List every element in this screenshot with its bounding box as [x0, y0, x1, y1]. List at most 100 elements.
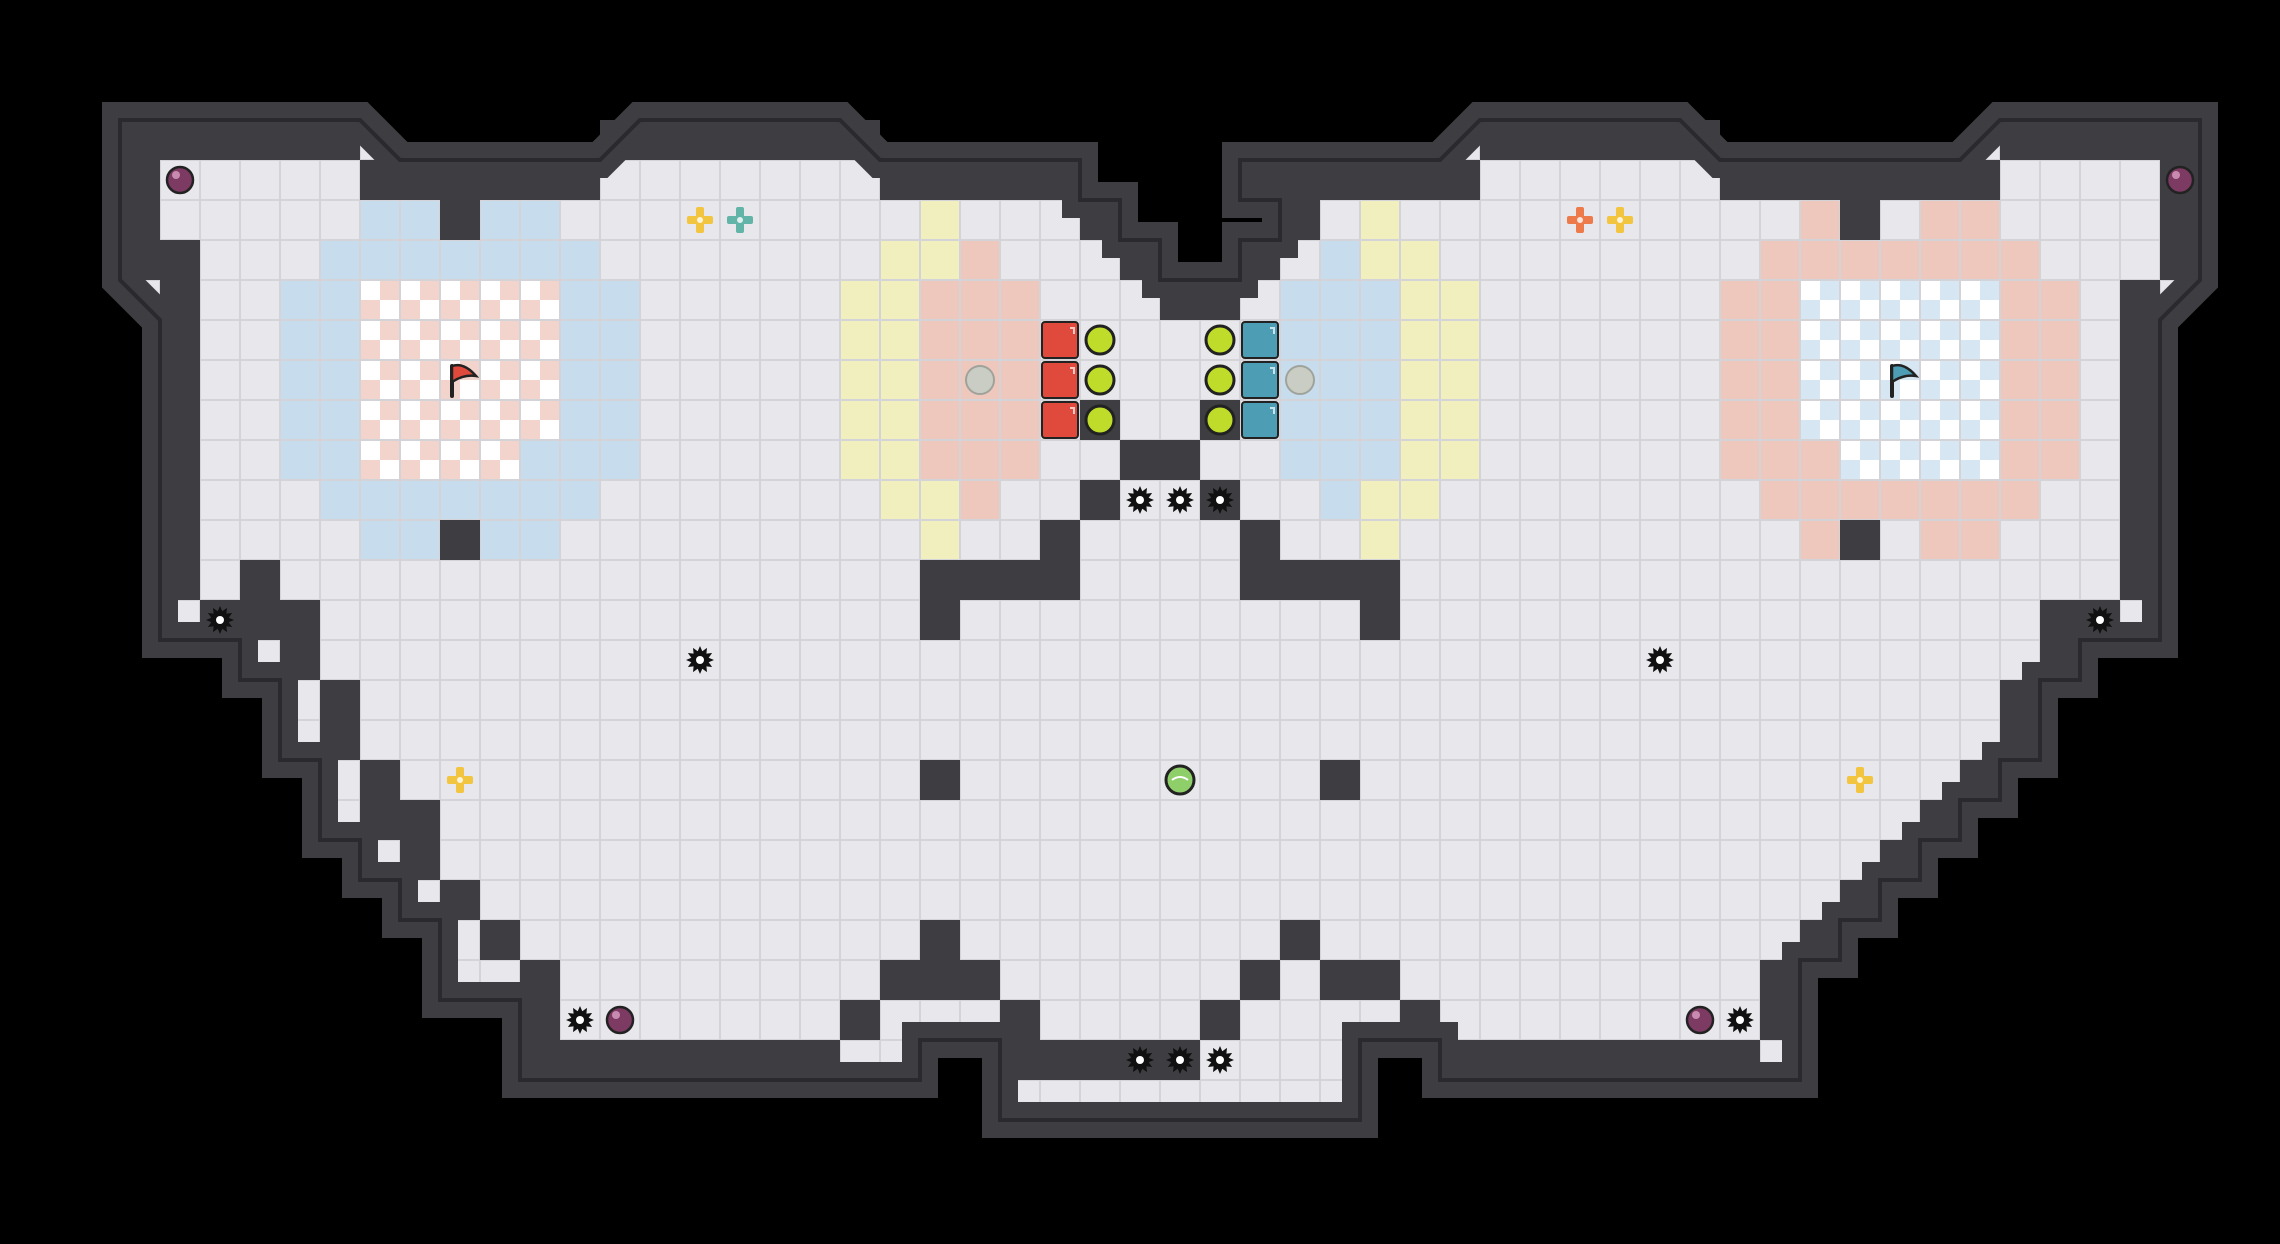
zone-left-red-check	[420, 300, 440, 320]
red-gate-tile	[1041, 401, 1079, 439]
zone-right-blue-check	[1880, 460, 1900, 480]
wall-tile	[1280, 920, 1320, 960]
zone-left-red-check	[540, 300, 560, 320]
wall-tile	[920, 600, 960, 640]
zone-right-blue-check	[1800, 360, 1820, 380]
wall-tile	[1840, 520, 1880, 560]
object-layer	[165, 165, 2195, 1074]
zone-left-red-check	[360, 300, 380, 320]
spike-center	[2096, 616, 2104, 624]
spike-center	[1656, 656, 1664, 664]
spike-icon	[1166, 1046, 1194, 1074]
blue-flag-icon	[1890, 363, 1920, 398]
zone-mid-right-yellow	[1360, 200, 1400, 240]
wall-tile	[440, 520, 480, 560]
gate-body	[1241, 321, 1279, 359]
wall-layer	[102, 102, 2218, 1138]
zone-right-blue-check	[1800, 380, 1820, 400]
bomb-icon	[605, 1005, 635, 1035]
bomb-shine	[172, 171, 180, 179]
zone-mid-right-blue	[1280, 440, 1400, 480]
zone-right-red	[1760, 480, 2040, 520]
zone-left-red-check	[380, 380, 400, 400]
bomb-shine	[2172, 171, 2180, 179]
zone-left-red-check	[380, 440, 400, 460]
neutral-button-icon	[1285, 365, 1315, 395]
blue-gate-tile	[1241, 321, 1279, 359]
zone-left-red-check	[460, 380, 480, 400]
gate-shine	[1270, 407, 1275, 414]
zone-left-blue	[320, 480, 600, 520]
wall-tile	[1320, 760, 1360, 800]
zone-left-red-check	[360, 320, 380, 340]
zone-left-red-check	[520, 320, 540, 340]
zone-right-blue-check	[1980, 460, 2000, 480]
flag-cloth	[1890, 363, 1920, 385]
zone-left-red-check	[500, 360, 520, 380]
wall-tile	[840, 1000, 880, 1040]
zone-left-red-check	[360, 440, 380, 460]
zone-left-red-check	[420, 460, 440, 480]
flag-cloth	[450, 363, 480, 385]
zone-right-blue-check	[1960, 400, 1980, 420]
zone-right-blue-check	[1900, 420, 1920, 440]
zone-left-red-check	[400, 340, 420, 360]
zone-left-red-check	[380, 400, 400, 420]
spike-icon	[1126, 486, 1154, 514]
zone-left-red-check	[540, 360, 560, 380]
zone-right-blue-check	[1960, 440, 1980, 460]
zone-left-red-check	[480, 400, 500, 420]
zone-right-blue-check	[1840, 280, 1860, 300]
center-ball-shine	[1171, 776, 1189, 781]
zone-right-blue-check	[1980, 400, 2000, 420]
zone-right-blue-check	[1940, 440, 1960, 460]
zone-left-red-check	[380, 460, 400, 480]
zone-left-red-check	[520, 360, 540, 380]
zone-left-red-check	[440, 340, 460, 360]
zone-right-blue-check	[1980, 380, 2000, 400]
zone-left-red-check	[440, 300, 460, 320]
zone-left-red-check	[520, 280, 540, 300]
zone-right-blue-check	[1940, 460, 1960, 480]
powerup-icon	[687, 207, 713, 233]
zone-left-red-check	[480, 320, 500, 340]
zone-left-red-check	[500, 320, 520, 340]
blue-gate-tile	[1241, 401, 1279, 439]
zone-left-red-check	[480, 300, 500, 320]
zone-left-red-check	[420, 400, 440, 420]
zone-right-blue-check	[1840, 400, 1860, 420]
zone-right-blue-check	[1840, 320, 1860, 340]
zone-left-red-check	[520, 420, 540, 440]
zone-left-red-check	[400, 460, 420, 480]
powerup-icon	[1847, 767, 1873, 793]
zone-left-red-check	[400, 400, 420, 420]
gate-shine	[1070, 327, 1075, 334]
zone-left-red-check	[400, 420, 420, 440]
zone-left-red-check	[480, 460, 500, 480]
wall-tile	[1080, 480, 1120, 520]
zone-right-blue-check	[1920, 440, 1940, 460]
zone-right-blue-check	[1960, 340, 1980, 360]
zone-mid-right-blue	[1280, 280, 1400, 320]
wall-tile	[160, 240, 200, 280]
zone-right-blue-check	[1880, 400, 1900, 420]
zone-right-blue-check	[1800, 280, 1820, 300]
zone-right-blue-check	[1820, 280, 1840, 300]
spike-center	[1136, 496, 1144, 504]
zone-right-blue-check	[1940, 340, 1960, 360]
zone-mid-right-yellow	[1360, 520, 1400, 560]
spike-icon	[2086, 606, 2114, 634]
zone-right-blue-check	[1860, 440, 1880, 460]
zone-right-blue-check	[1860, 400, 1880, 420]
zone-left-red-check	[460, 280, 480, 300]
zone-right-blue-check	[1960, 300, 1980, 320]
zone-mid-left-red	[960, 240, 1000, 280]
zone-left-red-check	[500, 420, 520, 440]
zone-left-red-check	[360, 340, 380, 360]
button-icon	[1204, 364, 1236, 396]
zone-right-blue-check	[1920, 360, 1940, 380]
wall-tile	[1240, 560, 1280, 600]
zone-left-red-check	[380, 360, 400, 380]
zone-left-red-check	[500, 340, 520, 360]
